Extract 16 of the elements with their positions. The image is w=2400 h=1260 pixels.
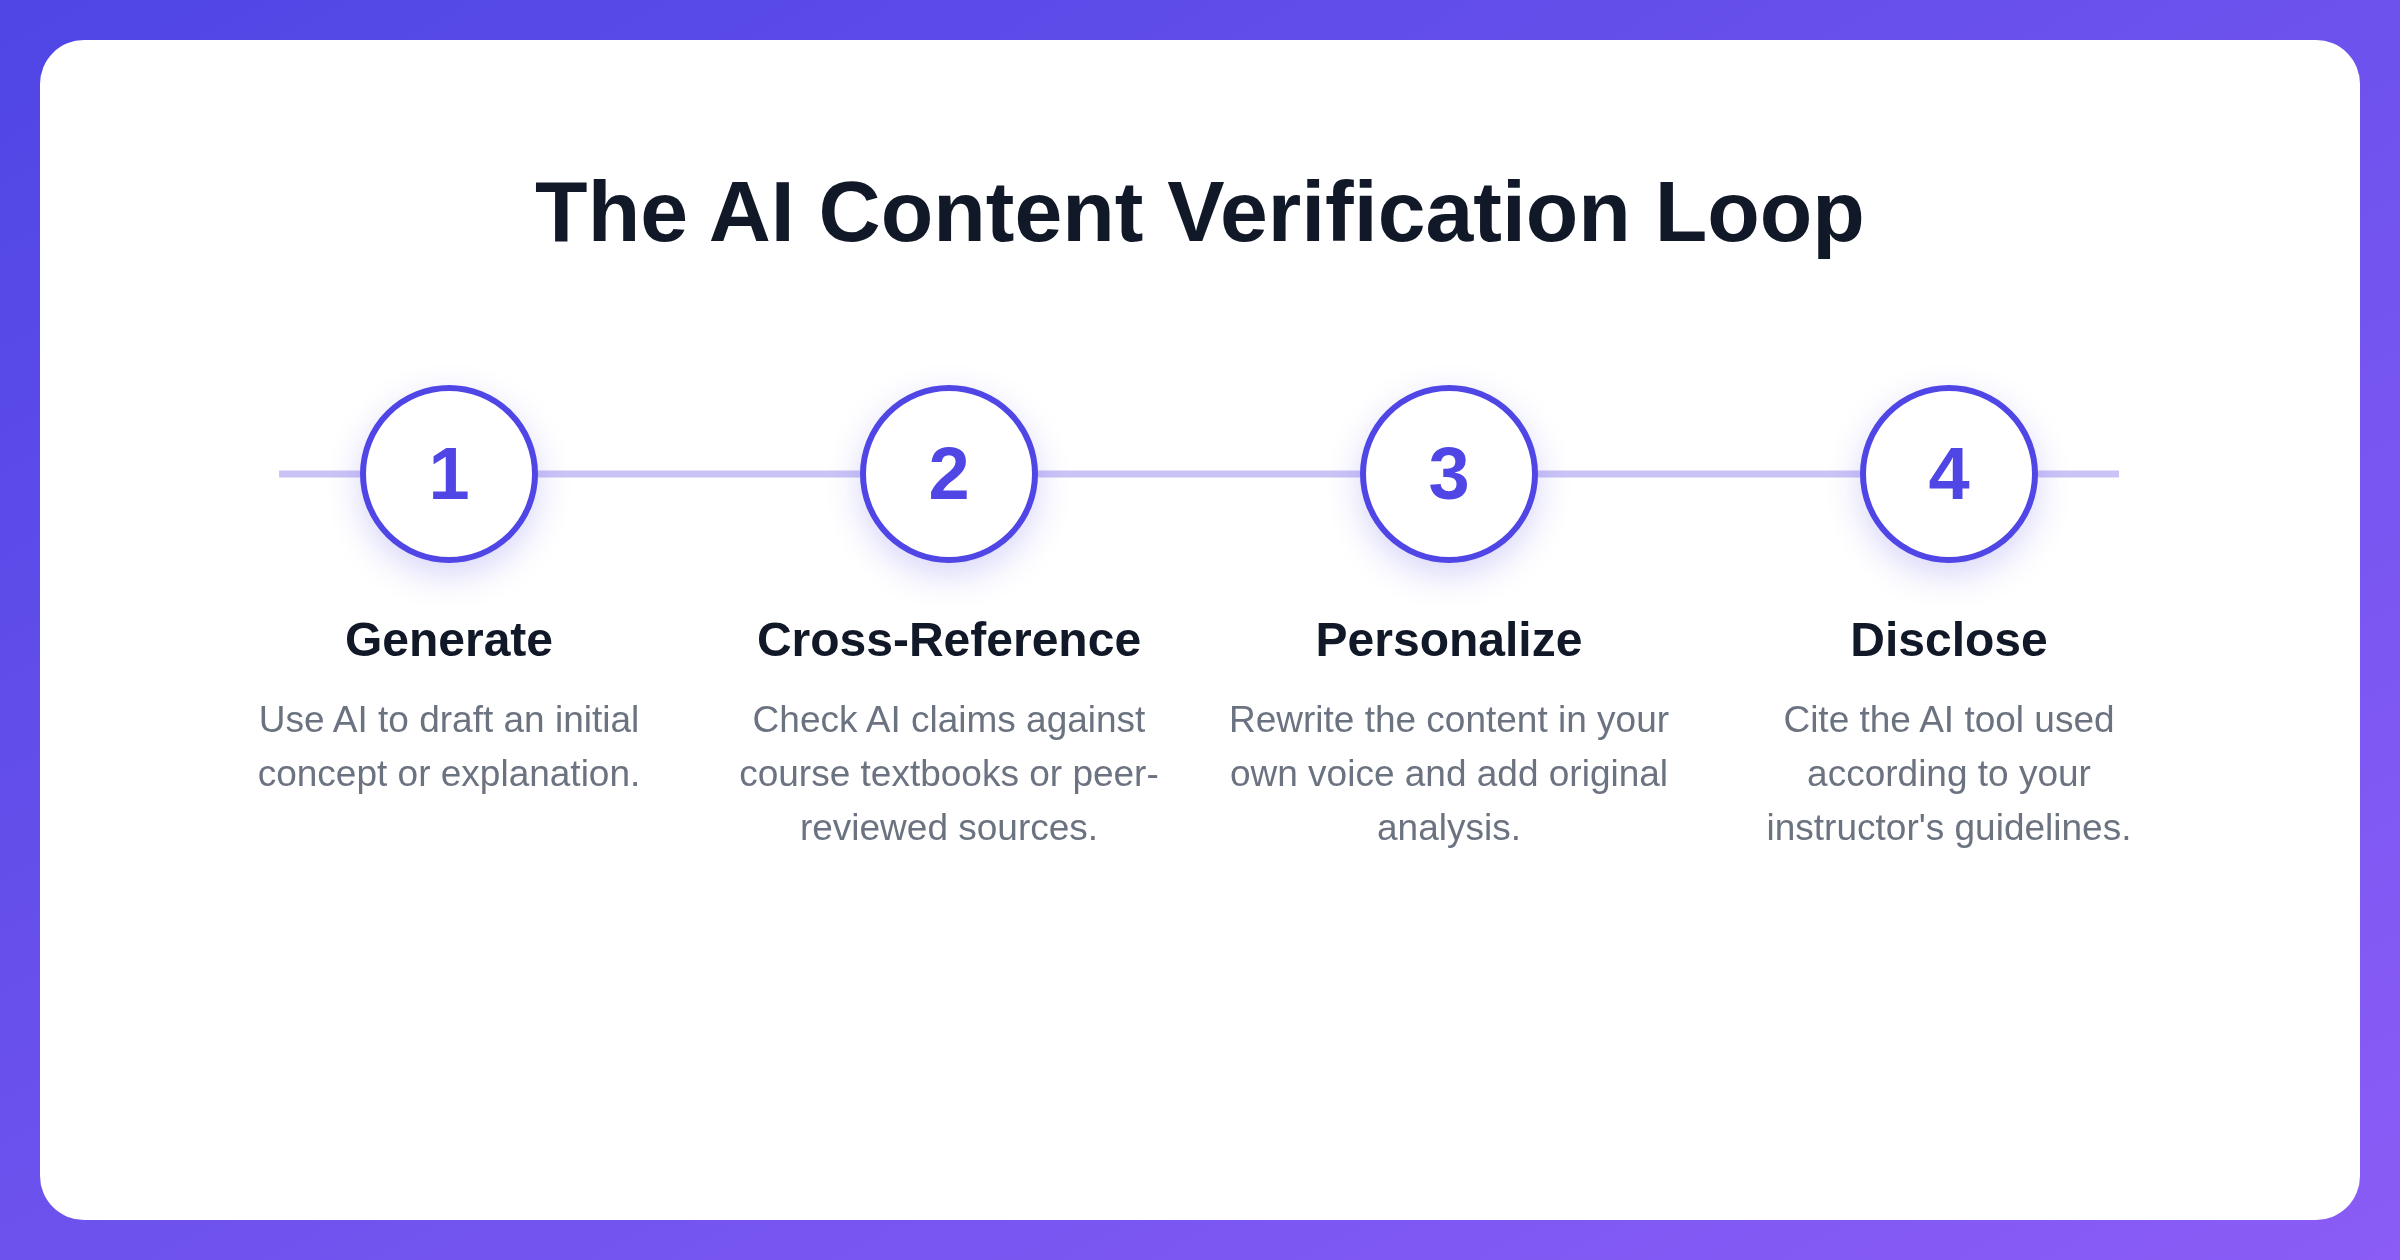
step-heading: Disclose bbox=[1850, 612, 2048, 668]
step-description: Check AI claims against course textbooks or peer-reviewed sources. bbox=[738, 698, 1160, 850]
step-heading: Personalize bbox=[1315, 612, 1583, 668]
step-number: 4 bbox=[1928, 437, 1970, 511]
title: The AI Content Verification Loop bbox=[535, 164, 1865, 258]
connector-line bbox=[1538, 470, 1860, 478]
step-number: 3 bbox=[1428, 437, 1470, 511]
step-description: Use AI to draft an initial concept or explanation. bbox=[256, 698, 642, 796]
connector-line bbox=[538, 470, 860, 478]
step-description: Cite the AI tool used according to your instructor's guidelines. bbox=[1765, 698, 2133, 850]
step-heading: Cross-Reference bbox=[756, 612, 1142, 668]
step-description: Rewrite the content in your own voice and add original analysis. bbox=[1227, 698, 1671, 850]
step-number: 1 bbox=[428, 437, 470, 511]
step-heading: Generate bbox=[344, 612, 554, 668]
connector-line bbox=[1038, 470, 1360, 478]
step-number: 2 bbox=[928, 437, 970, 511]
